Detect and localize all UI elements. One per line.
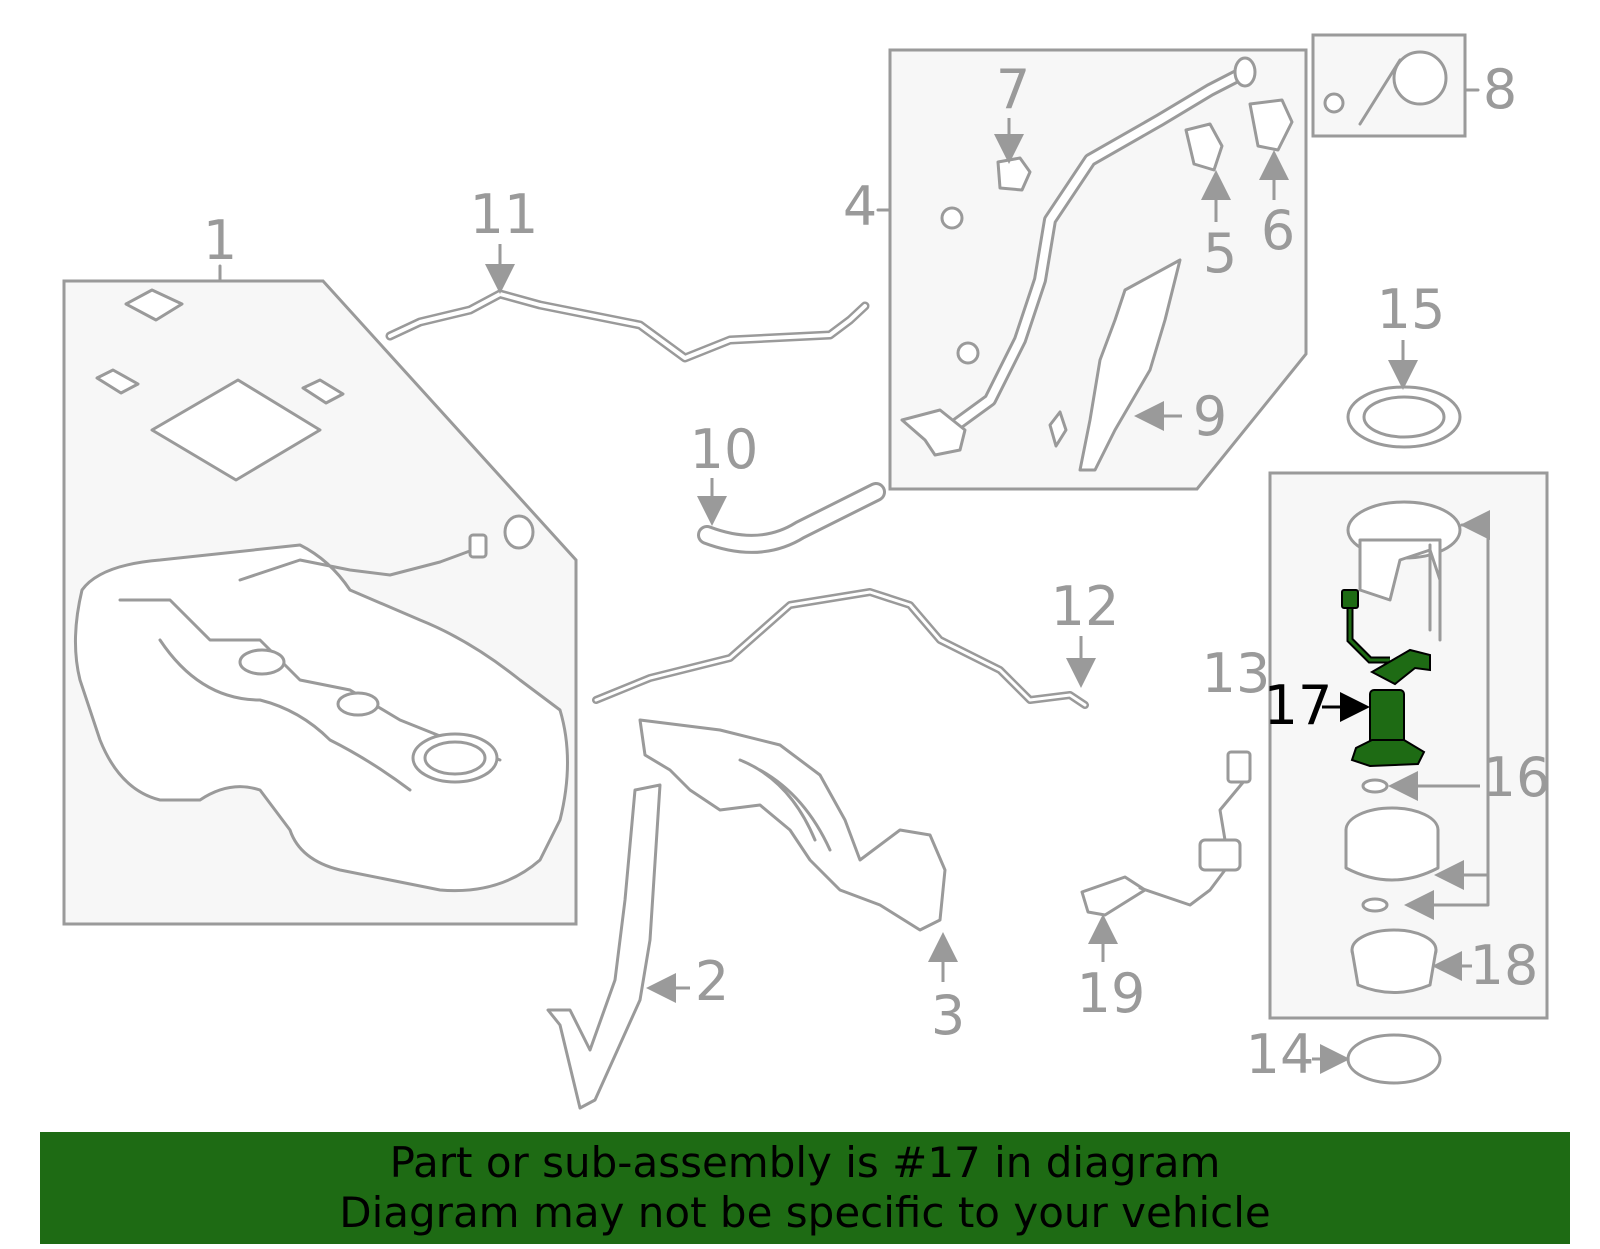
- callout-15: 15: [1377, 278, 1446, 341]
- o-ring: [1361, 897, 1389, 913]
- filler-grommet: [956, 341, 980, 365]
- tank-port: [238, 648, 286, 676]
- banner-line-2: Diagram may not be specific to your vehi…: [339, 1188, 1271, 1237]
- filler-pipe-inner: [931, 68, 1249, 444]
- fuel-line-12[interactable]: 12: [592, 575, 1120, 709]
- fuel-pump-17[interactable]: [1341, 589, 1431, 768]
- sender-arm: [1138, 868, 1227, 907]
- callout-18: 18: [1470, 934, 1539, 997]
- fuel-tank: [74, 543, 569, 893]
- fuel-tank-group[interactable]: 1: [62, 209, 578, 926]
- tank-pad: [301, 378, 345, 405]
- fuel-line: [592, 588, 1089, 709]
- fuel-cap-tether: [1358, 58, 1402, 126]
- callout-8: 8: [1483, 58, 1517, 121]
- filler-hose-inner: [700, 485, 883, 551]
- fuel-pump-module-13[interactable]: 17 13 16 18: [1202, 471, 1551, 1020]
- tank-port: [336, 691, 380, 717]
- callout-1: 1: [203, 209, 237, 272]
- info-banner: Part or sub-assembly is #17 in diagram D…: [40, 1132, 1570, 1244]
- callout-12: 12: [1051, 575, 1120, 638]
- tank-detail: [158, 638, 412, 792]
- heat-shield-rib: [738, 758, 817, 842]
- tank-pump-opening-inner: [423, 740, 487, 776]
- gasket: [1346, 1033, 1442, 1085]
- sender-float: [1080, 875, 1147, 917]
- heat-shield-rib: [758, 768, 832, 852]
- banner-line-1: Part or sub-assembly is #17 in diagram: [389, 1138, 1221, 1187]
- filler-clip: [996, 156, 1032, 192]
- tank-vent-valve: [468, 533, 488, 559]
- callout-7: 7: [996, 58, 1030, 121]
- tank-detail: [118, 598, 502, 762]
- fuel-cap-plug: [1323, 92, 1345, 114]
- vent-hose: [385, 289, 870, 363]
- filler-grommet: [940, 206, 964, 230]
- filler-heat-shield: [1078, 258, 1182, 472]
- callout-14: 14: [1246, 1023, 1315, 1086]
- filler-neck-group-4[interactable]: 4 7 5 6 9: [843, 48, 1308, 491]
- pump-reservoir: [1344, 828, 1440, 882]
- vent-hose-11[interactable]: 11: [385, 183, 870, 363]
- fuel-cap: [1392, 50, 1448, 106]
- fuel-pump-connector: [1341, 589, 1359, 609]
- vent-hose-inner: [388, 292, 867, 360]
- fuel-cap-8[interactable]: 8: [1311, 33, 1517, 138]
- o-ring: [1361, 778, 1389, 794]
- callout-4: 4: [843, 175, 877, 238]
- filler-hose-10[interactable]: 10: [690, 418, 886, 554]
- callout-9: 9: [1193, 385, 1227, 448]
- callout-13: 13: [1202, 642, 1271, 705]
- filler-mouth: [1233, 56, 1257, 88]
- tank-strap: [546, 783, 662, 1110]
- filler-clip: [1248, 98, 1294, 152]
- lock-ring-inner: [1362, 395, 1446, 439]
- fuel-pump-base: [1350, 739, 1426, 768]
- tank-pad: [124, 288, 184, 322]
- tank-pad: [150, 378, 322, 482]
- filler-clip: [1184, 122, 1224, 172]
- sender-body: [1198, 838, 1242, 872]
- fuel-pump-bracket: [1369, 648, 1431, 686]
- heat-shield-3[interactable]: 3: [638, 718, 965, 1047]
- fuel-pump-wire: [1348, 604, 1390, 662]
- tank-pad: [95, 368, 140, 395]
- fuel-sender-19[interactable]: 19: [1077, 750, 1252, 1025]
- callout-16: 16: [1482, 746, 1551, 809]
- filler-tag: [1048, 410, 1068, 448]
- callout-11: 11: [470, 183, 539, 246]
- sender-connector: [1226, 750, 1252, 784]
- callout-3: 3: [931, 984, 965, 1047]
- callout-10: 10: [690, 418, 759, 481]
- callout-19: 19: [1077, 962, 1146, 1025]
- tank-strap-2[interactable]: 2: [546, 783, 729, 1110]
- callout-17: 17: [1264, 674, 1333, 737]
- pump-holder: [1350, 948, 1438, 994]
- callout-6: 6: [1261, 199, 1295, 262]
- callout-2: 2: [695, 950, 729, 1013]
- tank-vent-line: [238, 546, 480, 582]
- tank-cap: [503, 514, 535, 550]
- gasket-14[interactable]: 14: [1246, 1023, 1442, 1086]
- callout-5: 5: [1203, 222, 1237, 285]
- lock-ring-15[interactable]: 15: [1346, 278, 1462, 449]
- filler-bracket: [900, 408, 967, 457]
- fuel-line-inner: [594, 590, 1087, 707]
- heat-shield: [638, 718, 947, 932]
